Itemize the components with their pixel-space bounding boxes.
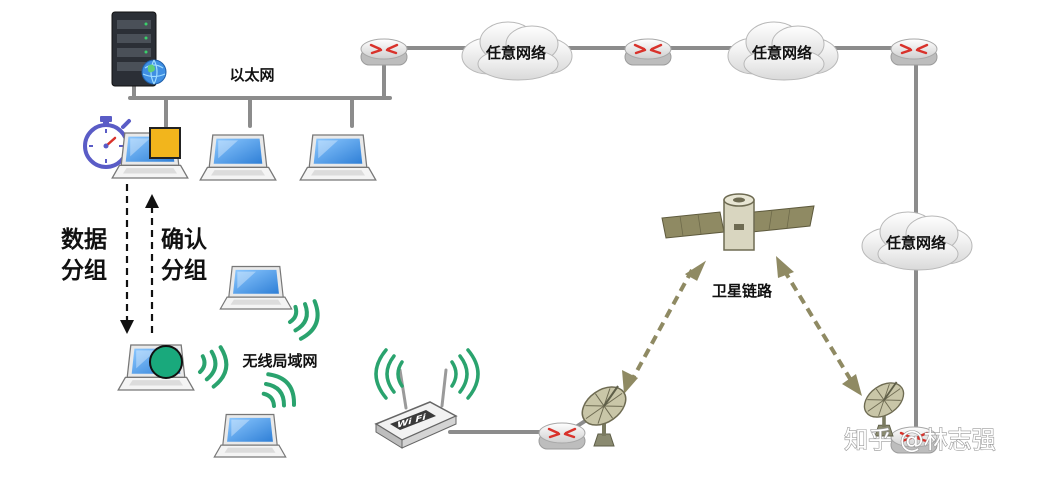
cloud-label-2: 任意网络 [751,44,812,62]
laptop-icon-3 [299,134,377,181]
watermark-text: 知乎 @林志强 [844,426,996,454]
router-icon-4 [537,421,587,451]
wifi-router-icon: Wi Fi [374,368,458,449]
cloud-label-1: 任意网络 [485,44,546,62]
router-icon-1 [359,37,409,67]
satellite-uplink-arrow [622,260,707,394]
router-icon-2 [623,37,673,67]
wifi-icon-1 [283,293,326,344]
ack-packet-label-2: 分组 [161,257,207,284]
network-links [128,46,918,436]
laptop-icon-2 [199,134,277,181]
satellite-link-label: 卫星链路 [712,282,773,300]
ack-packet-label-1: 确认 [161,227,207,253]
satellite-icon [661,193,815,251]
cloud-icon-2: 任意网络 [727,21,839,81]
data-packet-arrow [120,184,134,334]
router-icon-3 [889,37,939,67]
data-packet-label-1: 数据 [61,227,107,253]
ethernet-label: 以太网 [229,66,274,84]
wifi-icon-3 [254,366,303,418]
wireless-lan-label: 无线局域网 [241,352,317,370]
wifi-signal-right-icon [450,348,480,400]
cloud-label-3: 任意网络 [885,234,946,252]
laptop-icon-wireless-top [219,265,293,310]
stopwatch-icon [83,116,131,169]
data-packet-label-2: 分组 [61,257,107,284]
wifi-signal-left-icon [374,348,404,400]
ack-packet-arrow [145,194,159,338]
data-square-marker [149,127,181,159]
server-icon [111,11,167,87]
ack-circle-marker [149,345,183,379]
laptop-icon-wireless-bottom [213,413,287,458]
wifi-icon-2 [195,342,232,391]
cloud-icon-1: 任意网络 [461,21,573,81]
cloud-icon-3: 任意网络 [861,211,973,271]
satellite-downlink-arrow [776,256,862,396]
